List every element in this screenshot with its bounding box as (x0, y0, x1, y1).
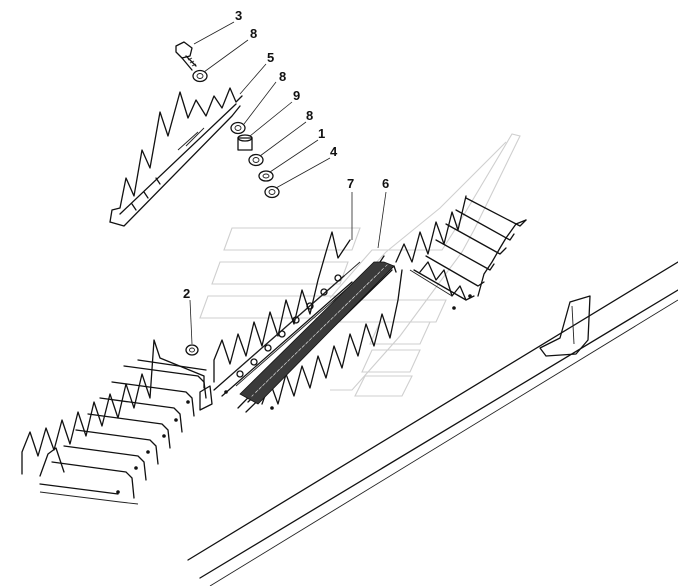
callout-8-top: 8 (250, 26, 257, 41)
callout-7: 7 (347, 176, 354, 191)
callout-8-middle: 8 (279, 69, 286, 84)
hardware-stack (185, 69, 280, 356)
callout-9: 9 (293, 88, 300, 103)
watermark-logo (199, 133, 521, 397)
left-guard-section (21, 339, 213, 505)
header-frame-rail (187, 261, 678, 586)
knife-guard-exploded (109, 87, 243, 227)
callout-3: 3 (235, 8, 242, 23)
leader-lines (189, 21, 387, 345)
callout-5: 5 (267, 50, 274, 65)
callout-8-lower: 8 (306, 108, 313, 123)
callout-1: 1 (318, 126, 325, 141)
callout-labels: 3 8 5 8 9 8 1 4 7 6 2 (183, 8, 389, 301)
bolt-3 (175, 41, 197, 71)
callout-4: 4 (330, 144, 338, 159)
middle-guard-section (213, 231, 403, 413)
right-guard-section (395, 195, 527, 310)
callout-6: 6 (382, 176, 389, 191)
callout-2: 2 (183, 286, 190, 301)
